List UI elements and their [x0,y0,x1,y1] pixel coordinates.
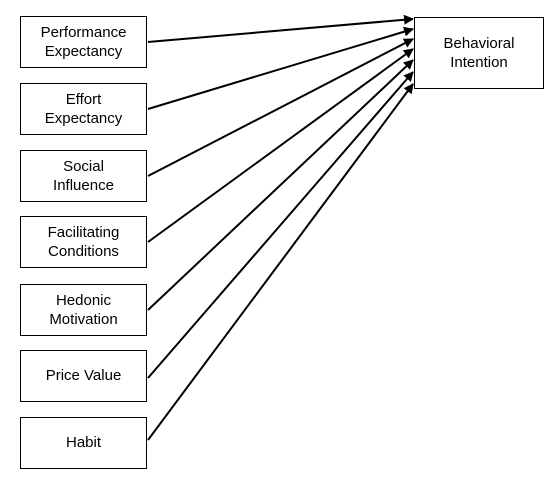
label-effort-expectancy: Effort Expectancy [44,90,123,128]
box-social-influence: Social Influence [20,150,147,202]
arrow-habit [147,83,414,441]
label-habit: Habit [65,434,102,452]
label-social-influence: Social Influence [53,157,114,195]
arrow-price-value [147,71,414,379]
arrow-social-influence [147,38,414,177]
arrow-facilitating-conditions [147,48,414,243]
label-performance-expectancy: Performance Expectancy [40,23,127,61]
box-performance-expectancy: Performance Expectancy [20,16,147,68]
arrow-effort-expectancy [147,26,414,110]
box-price-value: Price Value [20,350,147,402]
box-effort-expectancy: Effort Expectancy [20,83,147,135]
arrow-hedonic-motivation [147,59,414,311]
label-hedonic-motivation: Hedonic Motivation [49,291,118,329]
label-price-value: Price Value [45,367,122,385]
box-behavioral-intention: Behavioral Intention [414,17,544,89]
arrow-performance-expectancy [147,14,414,43]
box-facilitating-conditions: Facilitating Conditions [20,216,147,268]
box-hedonic-motivation: Hedonic Motivation [20,284,147,336]
label-behavioral-intention: Behavioral Intention [443,34,515,72]
label-facilitating-conditions: Facilitating Conditions [47,223,120,261]
box-habit: Habit [20,417,147,469]
